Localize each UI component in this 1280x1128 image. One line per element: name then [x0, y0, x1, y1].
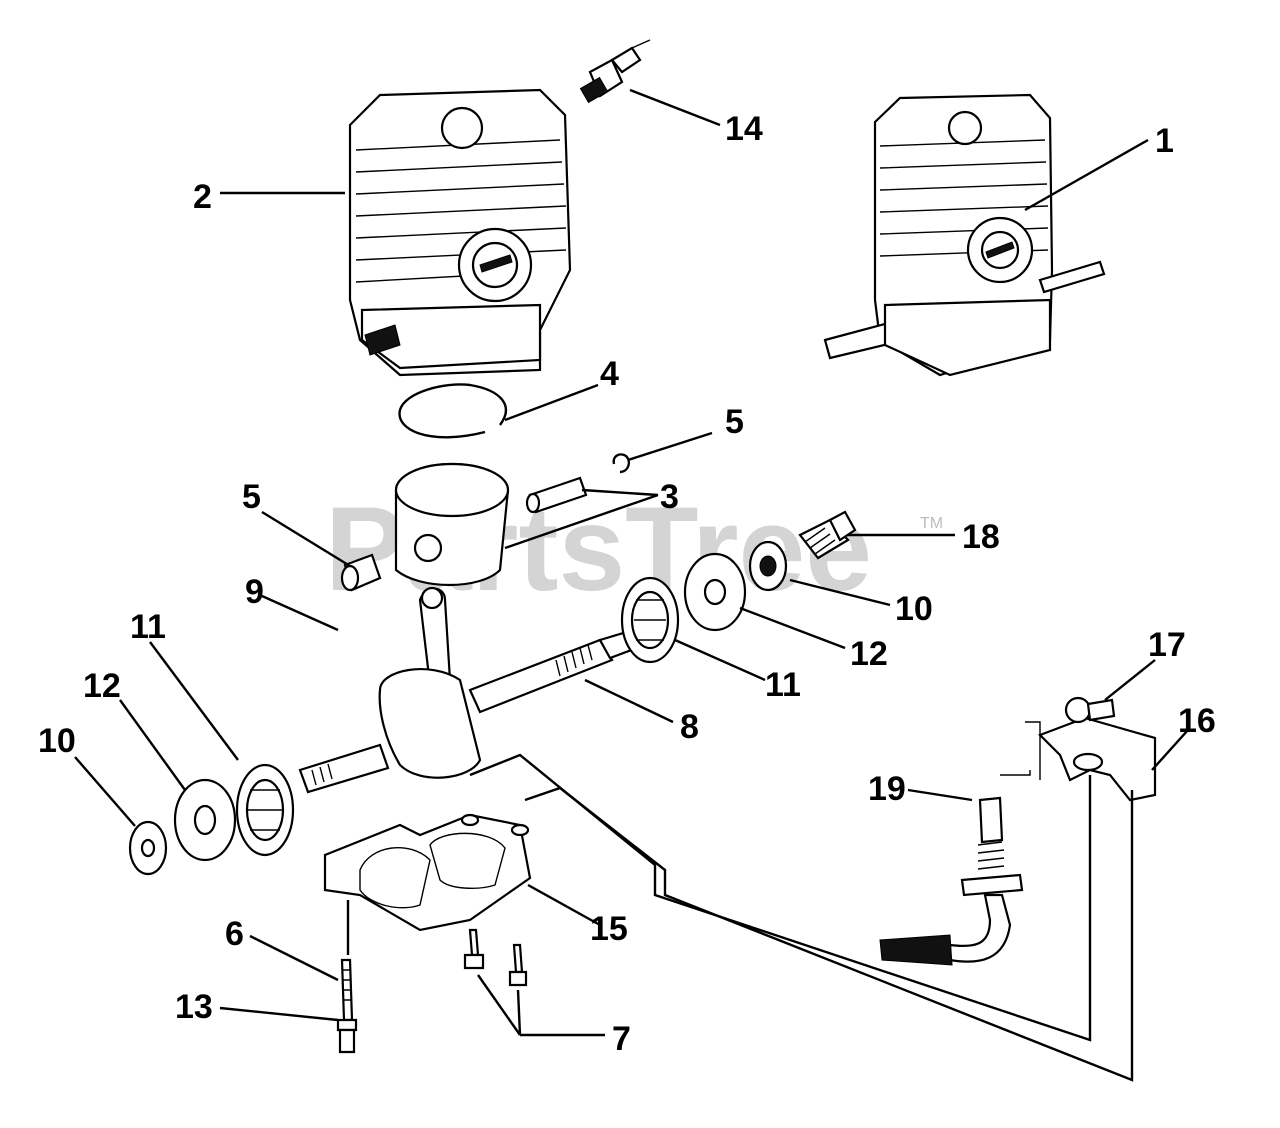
callout-17: 17 [1148, 626, 1186, 664]
callout-5-right: 5 [725, 403, 744, 441]
callout-9: 9 [245, 573, 264, 611]
piston [394, 462, 588, 586]
callout-1: 1 [1155, 122, 1174, 160]
callout-4: 4 [600, 355, 619, 393]
callout-18: 18 [962, 518, 1000, 556]
spark-plug [579, 39, 651, 104]
callout-13: 13 [175, 988, 213, 1026]
oil-pump [879, 721, 1041, 966]
callout-7: 7 [612, 1020, 631, 1058]
callout-2: 2 [193, 178, 212, 216]
callout-11-left: 11 [130, 608, 166, 646]
group-outline [469, 753, 1134, 1082]
leader-lines [74, 88, 1189, 1037]
cylinder-assembly [823, 93, 1106, 377]
callout-12-right: 12 [850, 635, 888, 673]
seal-right [683, 552, 747, 632]
screw-b [508, 943, 528, 987]
washer-right [748, 540, 788, 592]
callout-3: 3 [660, 478, 679, 516]
callout-10-right: 10 [895, 590, 933, 628]
callout-10-left: 10 [38, 722, 76, 760]
callout-labels: 14 1 2 4 5 3 5 18 9 10 11 17 12 11 12 16… [38, 110, 1216, 1058]
crankshaft [298, 586, 647, 794]
callout-6: 6 [225, 915, 244, 953]
callout-14: 14 [725, 110, 763, 148]
callout-19: 19 [868, 770, 906, 808]
callout-16: 16 [1178, 702, 1216, 740]
needle-bearing [340, 553, 382, 592]
plug [798, 510, 857, 560]
piston-ring [398, 383, 507, 439]
callout-15: 15 [590, 910, 628, 948]
screw-a [463, 928, 485, 970]
washer-left [128, 820, 168, 876]
fitting [1064, 696, 1116, 724]
circlip-right [612, 453, 631, 474]
callout-5-left: 5 [242, 478, 261, 516]
seal-left [173, 778, 237, 862]
callout-11-right: 11 [765, 666, 801, 704]
callout-8: 8 [680, 708, 699, 746]
bracket [1038, 716, 1157, 802]
callout-12-left: 12 [83, 667, 121, 705]
watermark-trademark: TM [920, 515, 943, 532]
bearing-left [235, 763, 295, 857]
bearing-right [620, 576, 680, 664]
crankcase [323, 813, 532, 932]
bolt [336, 958, 358, 1054]
cylinder [348, 88, 572, 377]
